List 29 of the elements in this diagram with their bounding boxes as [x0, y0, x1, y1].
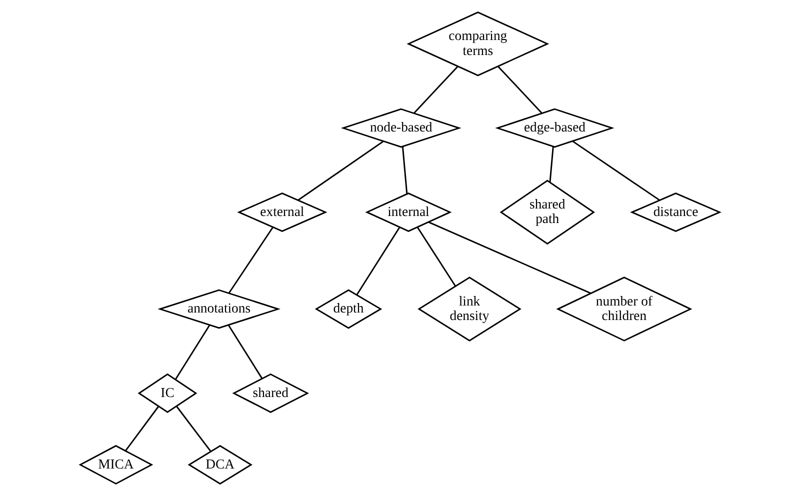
node-diamond: node-based — [340, 108, 462, 148]
node-diamond: internal — [365, 192, 452, 232]
connector — [572, 140, 660, 201]
connector — [549, 146, 554, 182]
connector — [356, 226, 400, 296]
connector — [298, 140, 384, 201]
connector — [428, 222, 592, 294]
node-diamond: MICA — [78, 445, 154, 485]
connector — [176, 406, 212, 452]
connector — [174, 324, 210, 380]
node-diamond: edge-based — [495, 108, 614, 148]
connector — [498, 66, 542, 114]
connector — [228, 324, 263, 379]
connector — [124, 406, 160, 452]
node-diamond: IC — [138, 373, 198, 414]
connector — [416, 226, 456, 287]
node-diamond: depth — [314, 289, 382, 329]
node-diamond: shared path — [500, 180, 595, 245]
node-diamond: shared — [232, 373, 310, 413]
connector — [402, 146, 408, 194]
node-diamond: comparing terms — [406, 11, 550, 76]
connector — [228, 226, 274, 294]
node-diamond: DCA — [188, 444, 252, 485]
node-diamond: number of children — [556, 276, 692, 342]
node-diamond: annotations — [158, 289, 280, 329]
node-diamond: external — [237, 192, 328, 232]
connector — [413, 66, 458, 114]
node-diamond: distance — [630, 192, 722, 232]
node-diamond: link density — [418, 276, 522, 342]
